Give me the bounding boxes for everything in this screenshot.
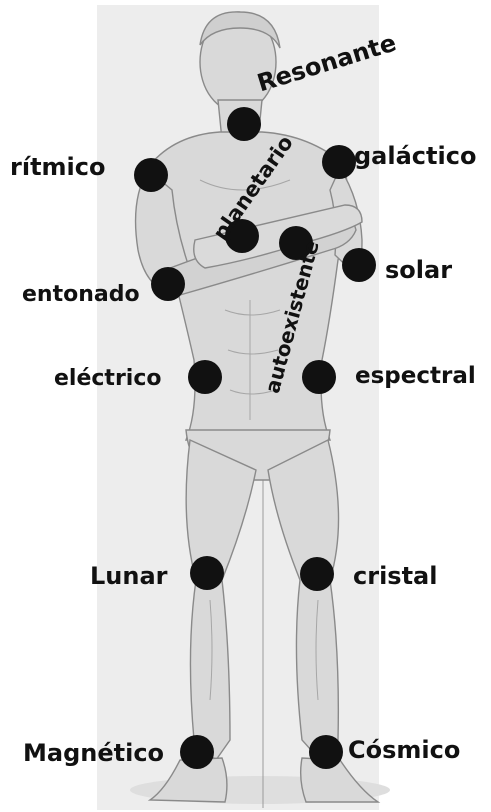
label-electrico: eléctrico	[54, 368, 162, 390]
label-magnetico: Magnético	[23, 741, 164, 765]
label-solar: solar	[385, 258, 452, 282]
label-ritmico: rítmico	[10, 155, 105, 179]
dot-ritmico	[134, 158, 168, 192]
label-lunar: Lunar	[90, 564, 168, 588]
label-cosmico: Cósmico	[348, 738, 460, 762]
dot-solar	[342, 248, 376, 282]
dot-resonante	[227, 107, 261, 141]
dot-magnetico	[180, 735, 214, 769]
label-espectral: espectral	[355, 365, 476, 388]
label-entonado: entonado	[22, 284, 140, 306]
dot-galactico	[322, 145, 356, 179]
dot-espectral	[302, 360, 336, 394]
label-cristal: cristal	[353, 564, 437, 588]
dot-electrico	[188, 360, 222, 394]
dot-lunar	[190, 556, 224, 590]
dot-entonado	[151, 267, 185, 301]
dot-cristal	[300, 557, 334, 591]
label-galactico: galáctico	[354, 144, 476, 168]
dot-cosmico	[309, 735, 343, 769]
